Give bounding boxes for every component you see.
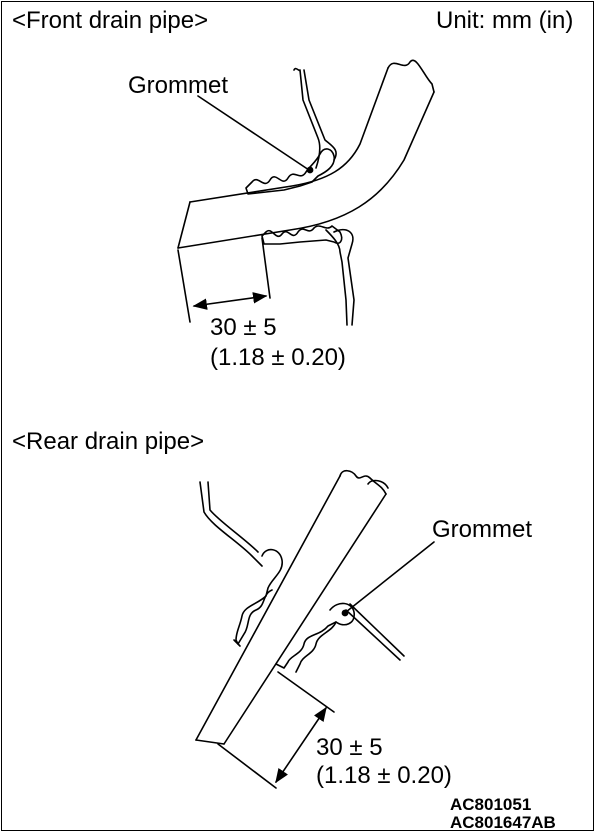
front-dimension-lines [177,237,271,323]
front-section-title: <Front drain pipe> [12,7,209,34]
front-grommet-label: Grommet [128,72,229,99]
front-pipe [177,59,435,249]
rear-dimension-mm: 30 ± 5 [316,734,383,761]
front-dimension-mm: 30 ± 5 [210,314,277,341]
figure-code-2: AC801647AB [450,813,556,832]
front-dimension-in: (1.18 ± 0.20) [210,344,346,371]
unit-label: Unit: mm (in) [436,7,574,34]
rear-dimension-in: (1.18 ± 0.20) [316,762,452,789]
front-body-panel [293,67,355,326]
rear-grommet [233,548,355,673]
rear-grommet-leader [341,541,435,617]
rear-section-title: <Rear drain pipe> [12,428,205,455]
figure-code-1: AC801051 [450,795,532,814]
rear-grommet-label: Grommet [432,516,533,543]
rear-body-panel [199,481,405,661]
front-grommet-leader [197,95,314,174]
rear-dimension-lines [217,671,335,789]
rear-pipe [195,469,389,745]
